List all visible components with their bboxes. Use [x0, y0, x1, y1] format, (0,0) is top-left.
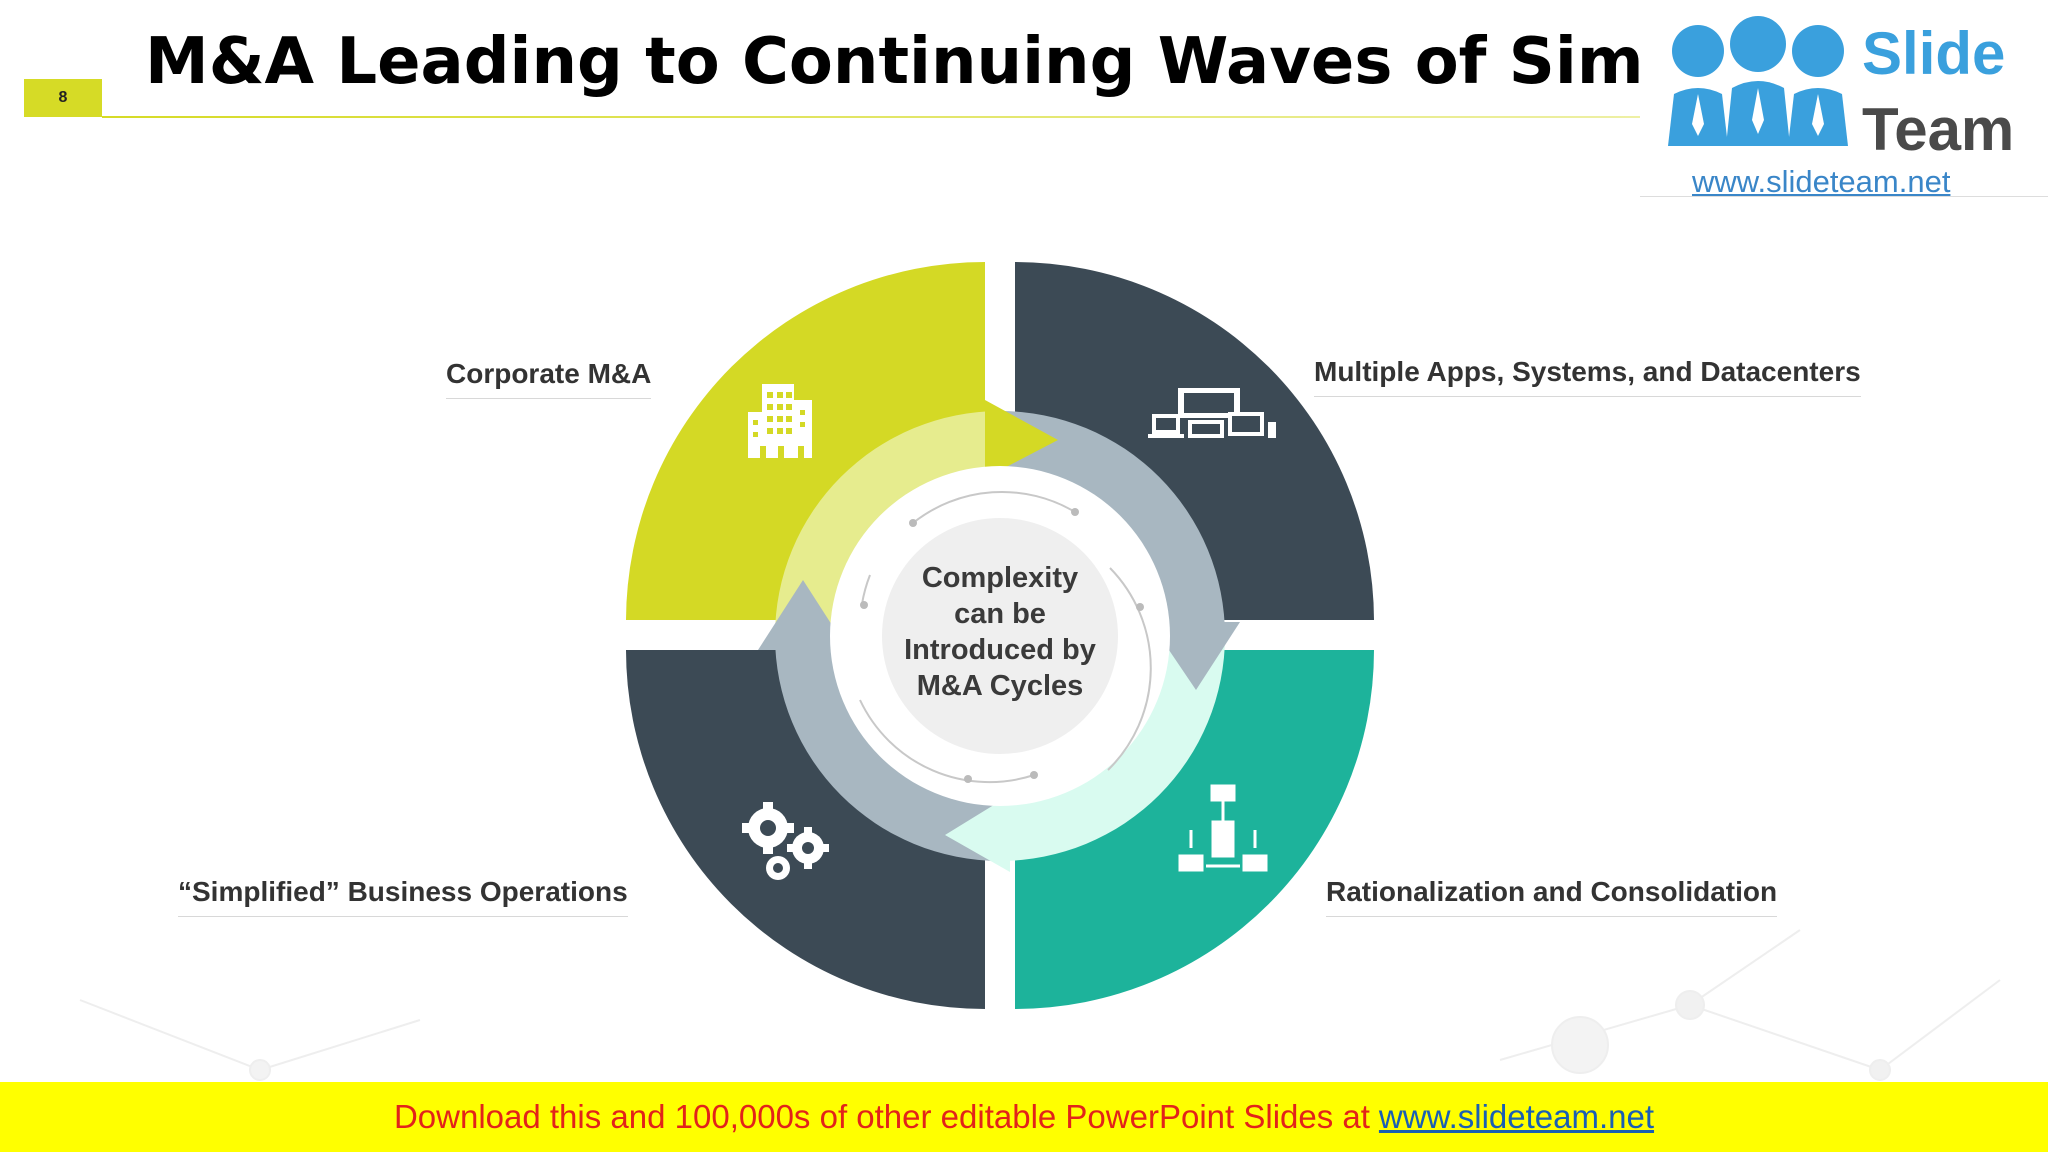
- center-text-line: can be: [954, 598, 1046, 630]
- buildings-icon: [748, 384, 812, 458]
- label-apps-systems: Multiple Apps, Systems, and Datacenters: [1314, 356, 1861, 397]
- arrow-bottom-right: [1000, 636, 1225, 861]
- center-inner-circle: [882, 518, 1118, 754]
- people-logo-icon: [1668, 16, 1848, 146]
- label-simplified-ops: “Simplified” Business Operations: [178, 876, 628, 917]
- logo-divider: [1640, 196, 2048, 197]
- center-text-line: Introduced by: [904, 634, 1096, 666]
- footer-banner: Download this and 100,000s of other edit…: [0, 1082, 2048, 1152]
- gears-icon: [742, 802, 829, 880]
- center-dotted-arcs: [859, 490, 1152, 784]
- footer-text: Download this and 100,000s of other edit…: [393, 1098, 1370, 1135]
- center-text-line: Complexity: [921, 562, 1079, 594]
- arrowhead-down: [1150, 622, 1240, 690]
- logo-url-link[interactable]: www.slideteam.net: [1692, 164, 1951, 199]
- devices-icon: [1148, 388, 1276, 438]
- label-rationalization: Rationalization and Consolidation: [1326, 876, 1778, 917]
- network-flow-icon: [1178, 784, 1268, 872]
- arrow-top-left: [775, 411, 1000, 636]
- cycle-arrows: [758, 400, 1240, 872]
- label-corporate-ma: Corporate M&A: [446, 358, 652, 399]
- background-network-decoration: [79, 929, 2001, 1081]
- arrow-bottom-left: [775, 636, 1000, 861]
- title-underline: [102, 116, 1662, 118]
- arrow-top-right: [1000, 411, 1225, 636]
- footer-link[interactable]: www.slideteam.net: [1378, 1098, 1655, 1135]
- arrowhead-left: [945, 795, 1010, 872]
- logo-text-team: Team: [1862, 96, 2015, 163]
- center-text: Complexity can be Introduced by M&A Cycl…: [860, 560, 1140, 704]
- slide-number: 8: [24, 79, 102, 117]
- center-text-line: M&A Cycles: [916, 670, 1084, 702]
- logo-text-slide: Slide: [1862, 20, 2006, 87]
- slideteam-logo: Slide Team www.slideteam.net: [1640, 0, 2048, 200]
- arrowhead-right: [985, 400, 1058, 478]
- slide-title: M&A Leading to Continuing Waves of Simpl…: [145, 25, 1645, 99]
- arrowhead-up: [758, 580, 848, 650]
